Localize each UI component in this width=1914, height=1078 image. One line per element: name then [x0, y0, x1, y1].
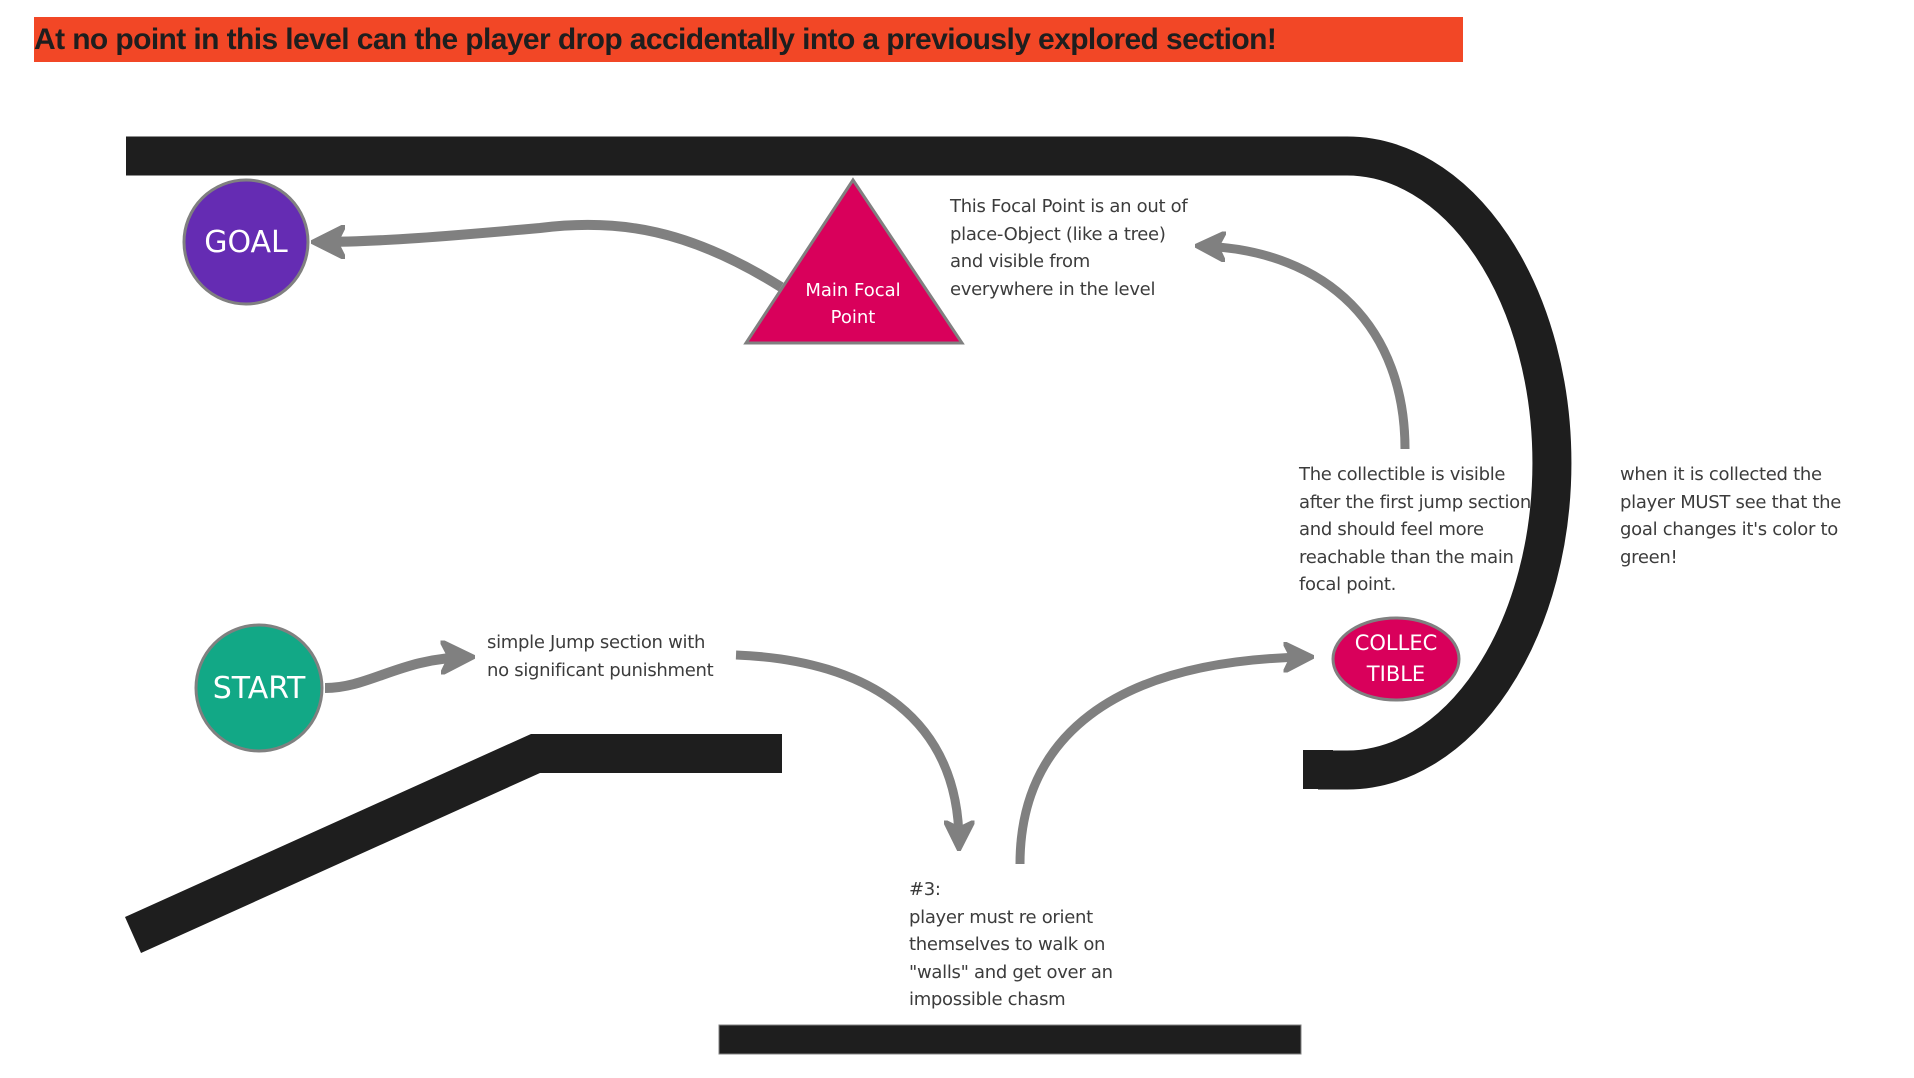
main-focal-point-node[interactable]	[743, 177, 965, 345]
top-platform-arc	[126, 136, 1572, 790]
warning-banner: At no point in this level can the player…	[34, 17, 1463, 62]
left-slope-platform	[125, 734, 782, 953]
focal-point-label: Main Focal Point	[805, 280, 901, 328]
goal-node[interactable]	[182, 178, 310, 306]
arrow-jump-to-section3	[735, 650, 959, 845]
start-node[interactable]	[194, 623, 324, 753]
goal-label: GOAL	[204, 224, 288, 260]
jump-section-note: simple Jump section with no significant …	[487, 632, 714, 681]
arrow-focal-to-goal	[318, 219, 784, 292]
arc-end-cap	[1303, 750, 1333, 789]
bottom-platform	[718, 1024, 1302, 1055]
section3-note: #3: player must re orient themselves to …	[909, 879, 1113, 1010]
collected-note: when it is collected the player MUST see…	[1620, 464, 1842, 568]
collectible-node[interactable]	[1331, 616, 1461, 702]
arrow-start-to-jump	[324, 657, 468, 693]
collectible-label: COLLEC TIBLE	[1354, 631, 1438, 686]
arrow-section3-to-collectible	[1015, 657, 1308, 865]
start-label: START	[212, 670, 306, 706]
collectible-note: The collectible is visible after the fir…	[1299, 464, 1531, 595]
arrow-collectible-to-focal-note	[1201, 246, 1410, 450]
focal-point-note: This Focal Point is an out of place-Obje…	[950, 196, 1188, 300]
